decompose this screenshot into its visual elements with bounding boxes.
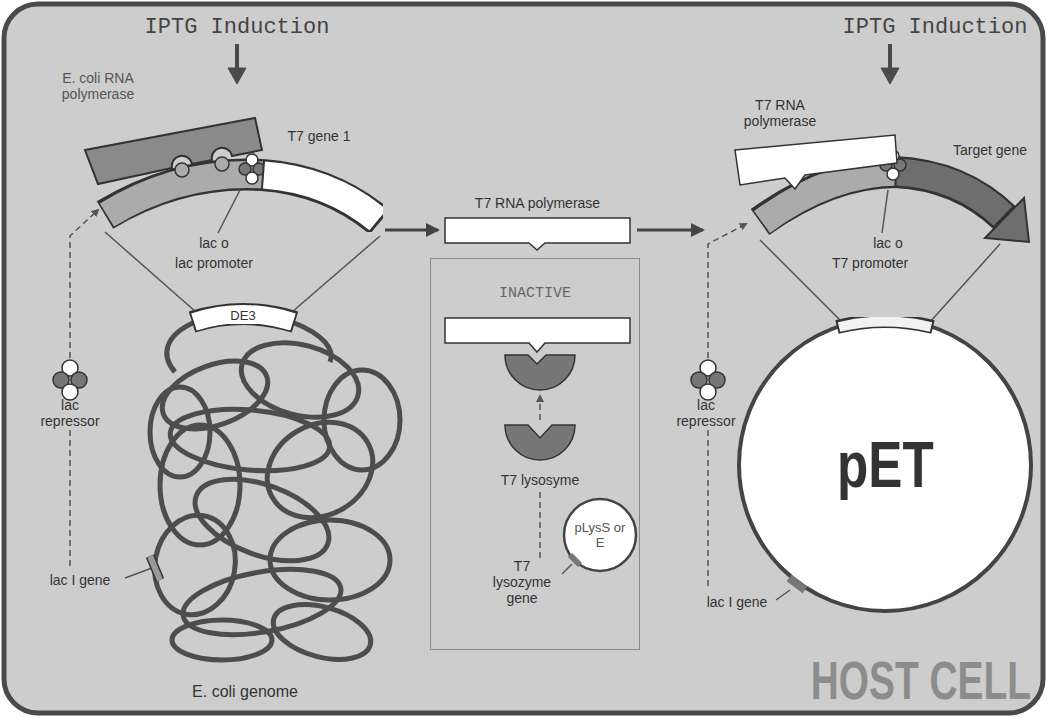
t7-lysozyme-shape-part (505, 425, 575, 460)
ecoli-genome (147, 322, 400, 669)
part-label: T7 lysozyme gene (484, 558, 560, 606)
inactive-complex-part (505, 355, 575, 390)
induction-arrow-part (881, 68, 899, 84)
part-label: lac repressor (30, 397, 110, 429)
plasmid-outline (739, 319, 1031, 611)
regulation-dashed-line-part (539, 396, 541, 420)
gene-segment: T7 gene 1 (255, 128, 383, 232)
target-gene-arrow (895, 172, 1029, 242)
regulation-dashed-line-part (70, 210, 98, 358)
t7-polymerase-outline (735, 135, 897, 189)
induction-arrow-part (235, 44, 239, 70)
node-label: T7 RNA polymerase (440, 195, 635, 211)
host-cell-outline (4, 4, 1043, 713)
node-label: pET (837, 433, 934, 497)
regulation-dashed-line-part (69, 430, 71, 566)
part-label: lac I gene (707, 594, 768, 610)
plasmid-outline (564, 499, 636, 571)
t7-lysozyme-shape (505, 425, 575, 460)
inactive-complex-part (445, 318, 630, 352)
induction-arrow (228, 44, 899, 84)
lac-promoter-dna-part (107, 175, 264, 216)
leader-line-part (760, 240, 842, 322)
ecoli-genome-part (167, 322, 195, 372)
t7-polymerase-shape: T7 RNA polymerase (705, 95, 900, 235)
gene-fill (264, 175, 378, 220)
target-gene-arrow-part (897, 172, 1003, 216)
ecoli-genome-part (178, 559, 346, 646)
part-label: E. coli genome (192, 684, 298, 700)
ecoli-genome-part (270, 520, 390, 600)
lac-promoter-dna-part (215, 157, 229, 171)
leader-line-part (218, 190, 240, 233)
t7-promoter-dna-part (762, 172, 899, 222)
regulation-dashed-line-part (707, 430, 709, 588)
lac-promoter-dna-part (175, 163, 189, 177)
lac-i-gene-bar-part (150, 556, 160, 580)
leader-line-part (562, 564, 572, 574)
lac-i-gene-bar (150, 556, 160, 580)
t7-promoter-dna (760, 172, 899, 222)
ecoli-genome-part (147, 509, 243, 621)
ecoli-genome-part (233, 331, 367, 430)
part-label: T7 lysosyme (501, 472, 580, 488)
regulation-dashed-line (70, 210, 746, 588)
flow-arrow (637, 229, 703, 232)
ecoli-genome-part (168, 403, 333, 477)
target-gene-arrow-part (895, 172, 1005, 218)
lysozyme-gene-bar (570, 555, 580, 565)
part-label: lac promoter (175, 255, 253, 271)
ecoli-genome-part (324, 370, 400, 470)
part-label: DE3 (228, 308, 257, 324)
node-label: pLysS or E (572, 520, 628, 550)
part-label: lac repressor (670, 397, 742, 429)
pet-insert-segment (839, 322, 931, 328)
node-label: INACTIVE (431, 285, 639, 302)
leader-line-part (125, 568, 152, 578)
pet-plasmid: pET (737, 317, 1033, 613)
ecoli-genome-part (267, 595, 377, 669)
lac-operator-symbol-part (246, 172, 258, 184)
pet-insert-segment (837, 321, 933, 327)
lac-i-gene-bar-part (150, 556, 160, 580)
induction-arrow-part (888, 44, 892, 70)
leader-line-part (882, 190, 888, 233)
target-gene-arrow-part (985, 198, 1029, 242)
gene-outline (262, 175, 380, 222)
induction-label: IPTG Induction (145, 16, 330, 40)
host-cell-outline-part (4, 4, 1043, 713)
regulation-dashed-line-part (708, 224, 746, 358)
induction-label: IPTG Induction (843, 16, 1028, 40)
lac-i-gene-bar (789, 578, 805, 590)
node-label: T7 gene 1 (255, 128, 383, 144)
part-label: Target gene (953, 142, 1027, 158)
part-label: E. coli RNA polymerase (43, 70, 153, 102)
leader-line-part (930, 244, 1000, 322)
leader-line-part (105, 232, 196, 312)
part-label: lac o (199, 235, 229, 251)
lac-operator-symbol-part (887, 168, 899, 180)
plasmid-circle: pLysS or E (562, 497, 638, 573)
ecoli-genome-part (172, 620, 272, 660)
part-label: lac I gene (50, 572, 111, 588)
ecoli-genome-part (150, 387, 210, 477)
t7-polymerase-box: T7 RNA polymerase (440, 195, 635, 251)
polymerase-bar (445, 218, 630, 250)
part-label: T7 promoter (832, 255, 908, 271)
leader-line-part (292, 236, 380, 312)
node-label: T7 RNA polymerase (730, 97, 830, 129)
lac-repressor-symbol (53, 360, 725, 400)
ecoli-genome-part (292, 322, 331, 362)
leader-line-part (776, 590, 790, 600)
watermark-title: HOST CELL (811, 653, 1031, 707)
regulation-dashed-line-part (539, 492, 541, 560)
part-label: lac o (873, 235, 903, 251)
flow-arrow (385, 229, 438, 232)
lac-promoter-dna (105, 157, 264, 215)
induction-arrow-part (228, 68, 246, 84)
inactive-complex (445, 318, 630, 390)
